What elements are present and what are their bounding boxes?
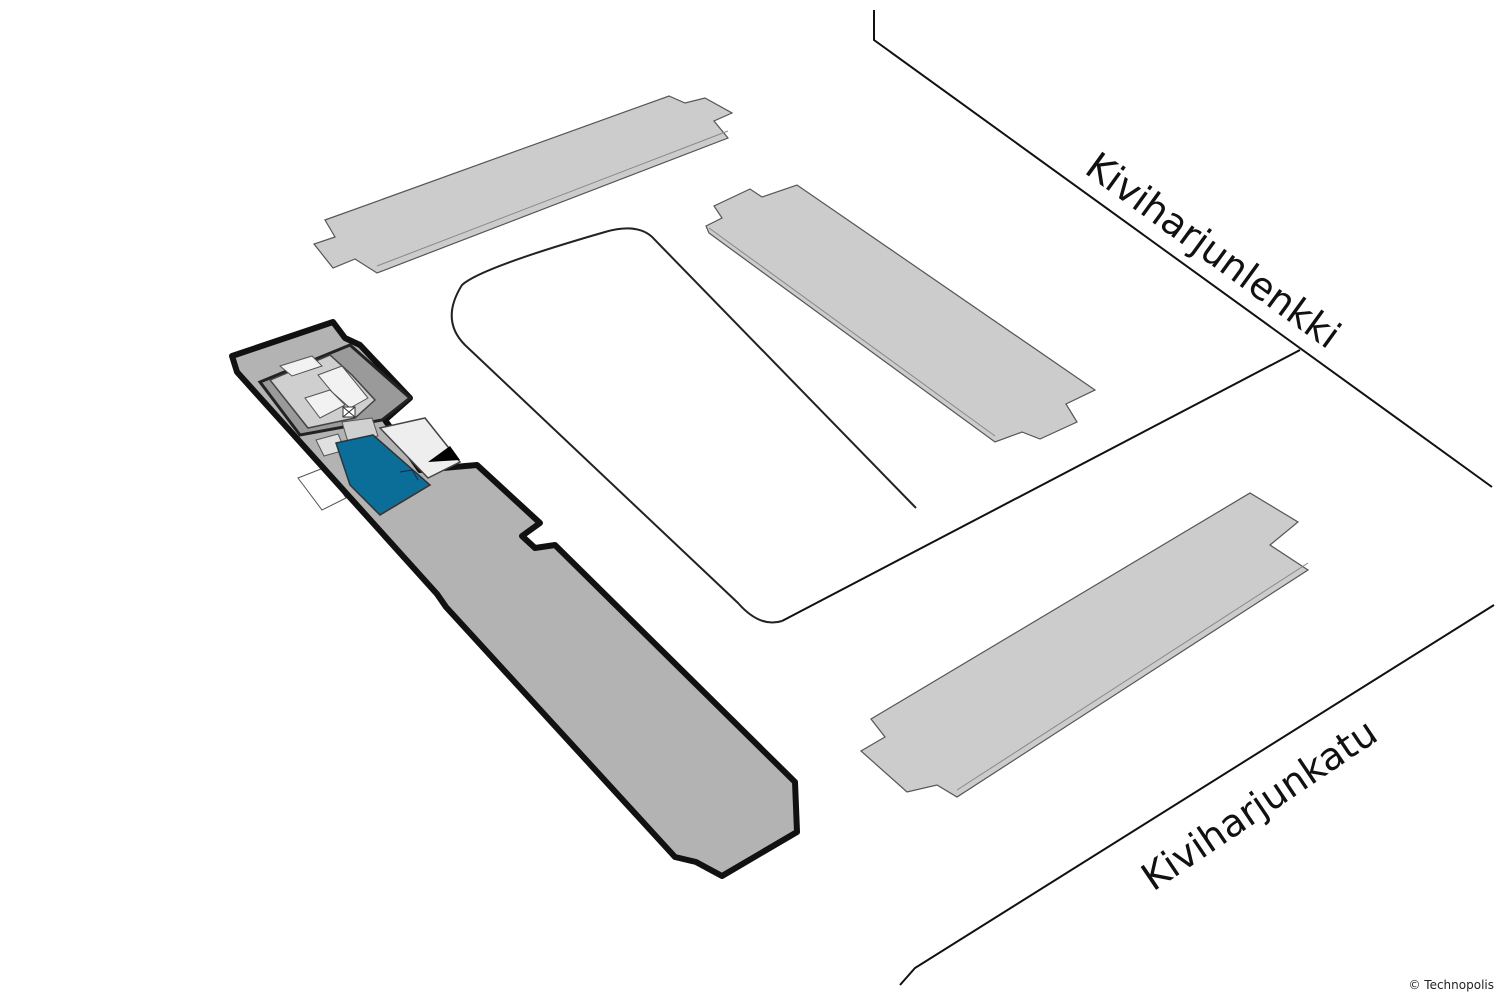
edge-north <box>376 130 729 267</box>
entrance-arrow-icon <box>428 446 460 462</box>
street-kiviharjunkatu-line <box>899 604 1495 986</box>
street-label-kiviharjunkatu: Kiviharjunkatu <box>1133 710 1385 900</box>
building-south-east <box>859 492 1310 798</box>
street-kiviharjunlenkki-line <box>873 10 1493 488</box>
stair-room <box>278 355 323 377</box>
connector-road-line <box>781 349 1301 622</box>
side-canopy <box>297 466 347 511</box>
highlighted-building <box>229 319 800 879</box>
other-building-edges <box>376 130 1309 791</box>
corridor-side <box>304 389 346 419</box>
elevator-cross <box>342 406 356 418</box>
edge-south-east <box>956 562 1309 791</box>
highlighted-area-detail <box>399 469 419 481</box>
parking-loop <box>450 227 917 624</box>
highlighted-area <box>335 434 432 516</box>
entrance-area <box>378 417 462 479</box>
other-buildings <box>312 95 1310 798</box>
copyright-notice: © Technopolis <box>1408 978 1494 992</box>
elevator-icon <box>342 406 356 418</box>
edge-north-east <box>708 227 996 437</box>
building-north <box>312 95 734 274</box>
street-lines <box>781 10 1495 986</box>
corridor-main <box>317 365 369 409</box>
building-north-east <box>705 184 1097 443</box>
corridors <box>278 355 369 419</box>
street-label-kiviharjunlenkki: Kiviharjunlenkki <box>1078 144 1349 358</box>
